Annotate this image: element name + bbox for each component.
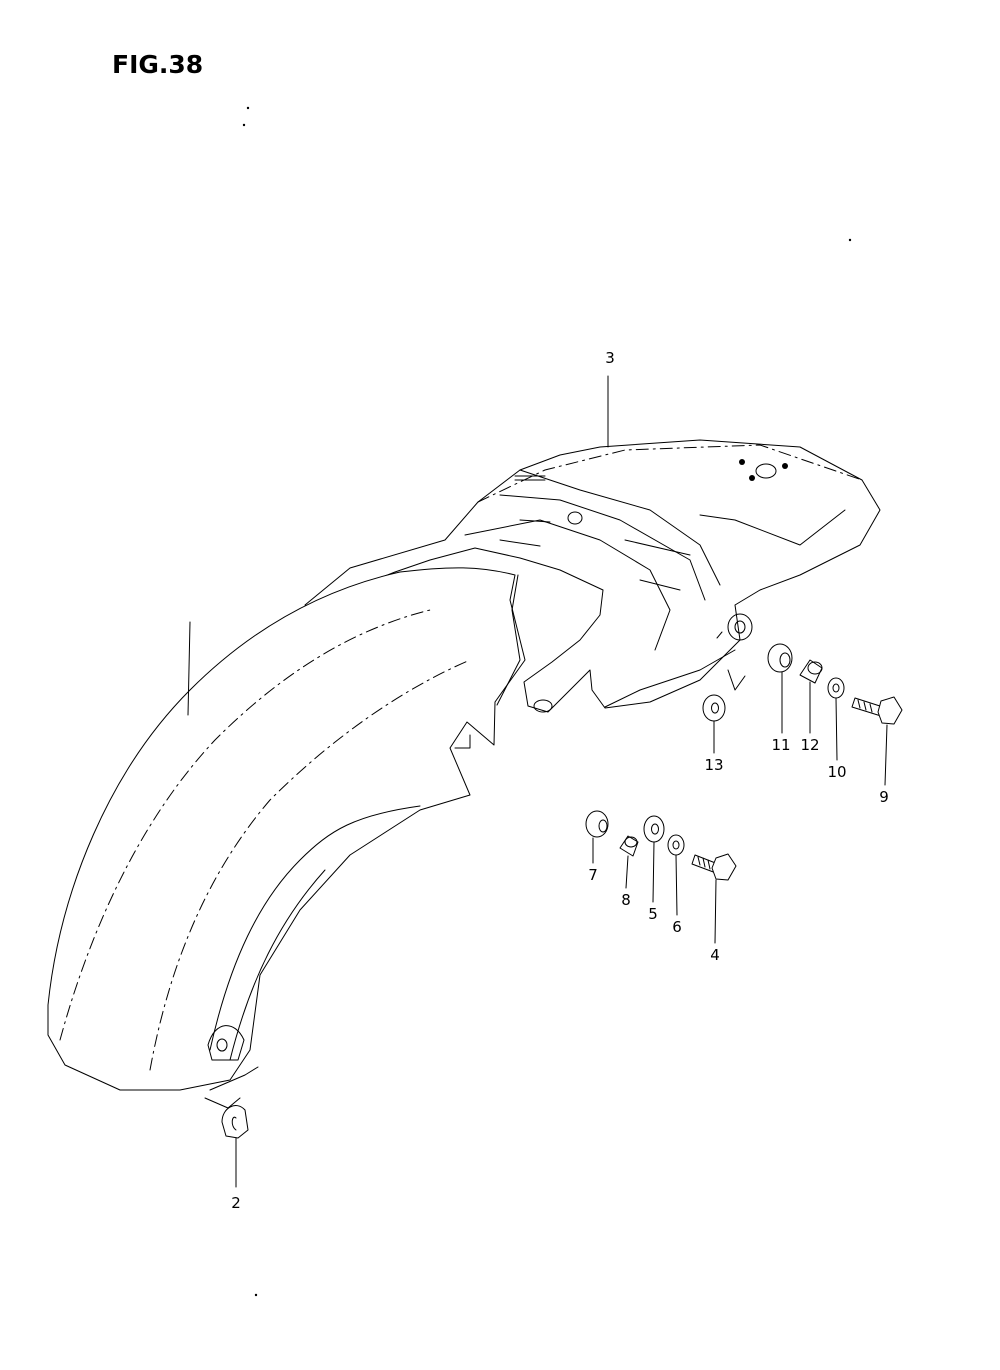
leader-6 <box>675 854 678 916</box>
fastener-grommet-part-7 <box>585 810 609 838</box>
figure-title: FIG.38 <box>112 50 204 79</box>
callout-2: 2 <box>231 1194 241 1212</box>
grommet-part-11 <box>767 643 793 673</box>
bolt-part-9 <box>851 696 903 725</box>
fender-bracket-part-3 <box>304 439 881 713</box>
callout-4: 4 <box>710 946 720 964</box>
callout-9: 9 <box>879 788 889 806</box>
callout-10: 10 <box>827 763 846 781</box>
leader-9 <box>884 724 888 786</box>
leader-5 <box>652 841 655 903</box>
callout-3: 3 <box>605 349 615 367</box>
collar-part-8 <box>619 835 639 857</box>
rear-fender-part-1 <box>47 567 526 1109</box>
washer-part-13 <box>702 694 726 722</box>
leader-4 <box>714 879 717 944</box>
nut-part-10 <box>827 677 845 699</box>
scan-specks <box>242 106 852 1297</box>
callout-11: 11 <box>771 736 790 754</box>
callout-6: 6 <box>672 918 682 936</box>
callout-7: 7 <box>588 866 598 884</box>
callout-13: 13 <box>704 756 723 774</box>
washer-part-5 <box>643 815 665 843</box>
leader-lines <box>187 375 888 1188</box>
grommet-part-2 <box>221 1105 249 1139</box>
collar-part-12 <box>799 659 823 684</box>
callout-8: 8 <box>621 891 631 909</box>
nut-part-6 <box>667 834 685 856</box>
leader-10 <box>835 697 838 761</box>
bolt-part-4 <box>691 853 737 881</box>
callout-5: 5 <box>648 905 658 923</box>
callout-12: 12 <box>800 736 819 754</box>
leader-1 <box>187 621 191 716</box>
leader-8 <box>625 855 629 889</box>
callout-labels: 3 2 7 8 5 6 4 13 11 12 10 9 <box>231 349 889 1212</box>
